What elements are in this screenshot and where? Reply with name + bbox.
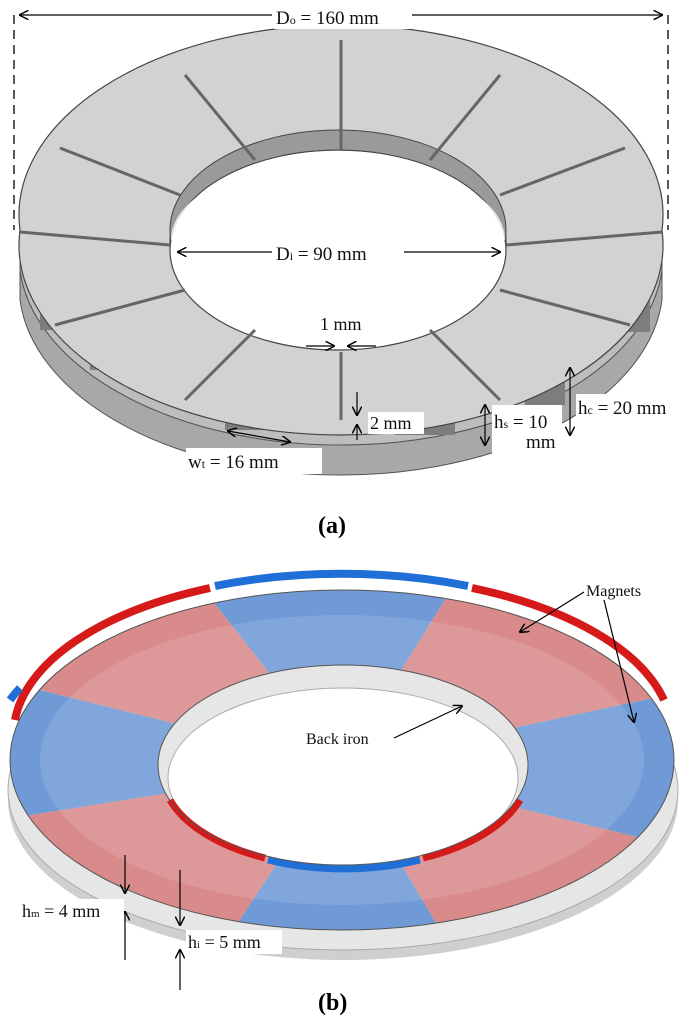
magnet-blue-top	[180, 589, 470, 765]
hi-label: hi = 5 mm	[188, 932, 261, 952]
slot-depth-label: 2 mm	[370, 413, 412, 433]
rotor-diagram: Magnets Back iron hm = 4 mm hi = 5 mm (b…	[6, 569, 679, 1016]
hs-label: hs = 10	[494, 412, 547, 433]
wt-label: wt = 16 mm	[188, 452, 279, 473]
slot-width-label: 1 mm	[320, 314, 362, 334]
hc-label: hc = 20 mm	[578, 398, 667, 419]
stator-slot-lines	[19, 40, 663, 420]
back-iron-label: Back iron	[306, 731, 369, 748]
caption-a: (a)	[318, 513, 346, 539]
hm-label: hm = 4 mm	[22, 901, 100, 921]
do-label: Do = 160 mm	[276, 8, 379, 29]
caption-b: (b)	[318, 990, 347, 1016]
di-label: Di = 90 mm	[276, 244, 367, 265]
hs-label-unit: mm	[526, 432, 556, 453]
magnets-label: Magnets	[586, 583, 641, 600]
stator-diagram: Do = 160 mm Di = 90 mm 1 mm 2 mm wt = 16…	[13, 3, 682, 539]
